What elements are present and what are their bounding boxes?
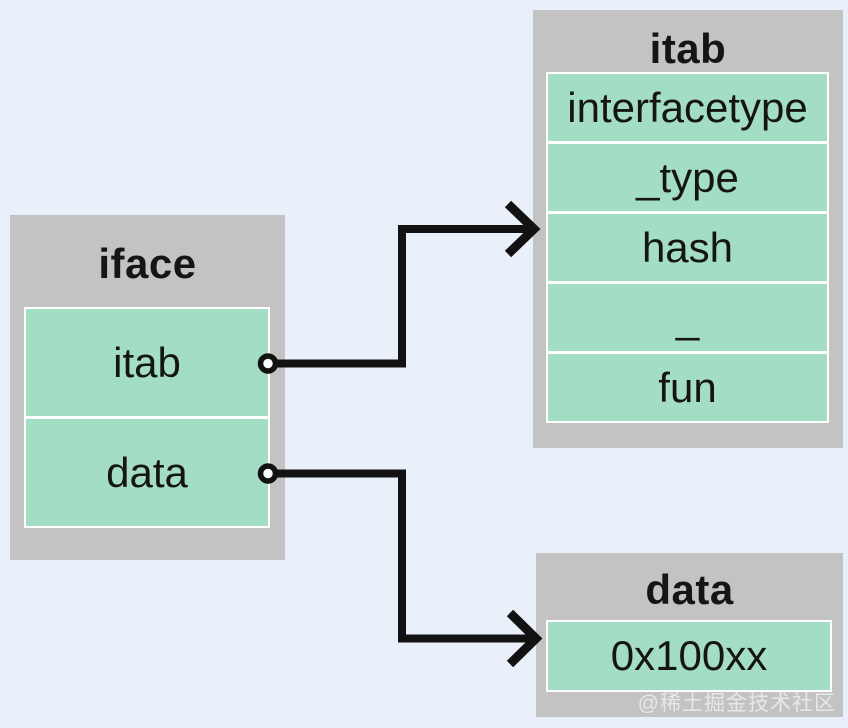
- iface-title: iface: [98, 240, 197, 287]
- itab-fields: interfacetype _type hash _ fun: [546, 72, 829, 423]
- iface-field-data: data: [26, 419, 268, 526]
- itab-field-fun: fun: [548, 354, 827, 421]
- data-title: data: [645, 566, 734, 613]
- arrow-data-head: [506, 609, 543, 668]
- data-field-value: 0x100xx: [548, 622, 830, 690]
- iface-struct-box: iface itab data: [10, 215, 285, 560]
- arrow-itab-head: [504, 200, 541, 258]
- itab-field-hash: hash: [548, 214, 827, 281]
- watermark: @稀土掘金技术社区: [637, 692, 836, 715]
- data-struct-box: data 0x100xx: [536, 553, 843, 717]
- arrow-data-line: [276, 469, 530, 643]
- iface-fields: itab data: [24, 307, 270, 528]
- itab-field-interfacetype: interfacetype: [548, 74, 827, 141]
- itab-field-underscore: _: [548, 284, 827, 351]
- data-fields: 0x100xx: [546, 620, 832, 692]
- iface-field-itab: itab: [26, 309, 268, 416]
- itab-field-type: _type: [548, 144, 827, 211]
- arrow-itab-line: [276, 225, 528, 368]
- itab-struct-box: itab interfacetype _type hash _ fun: [533, 10, 843, 448]
- itab-title: itab: [649, 25, 727, 72]
